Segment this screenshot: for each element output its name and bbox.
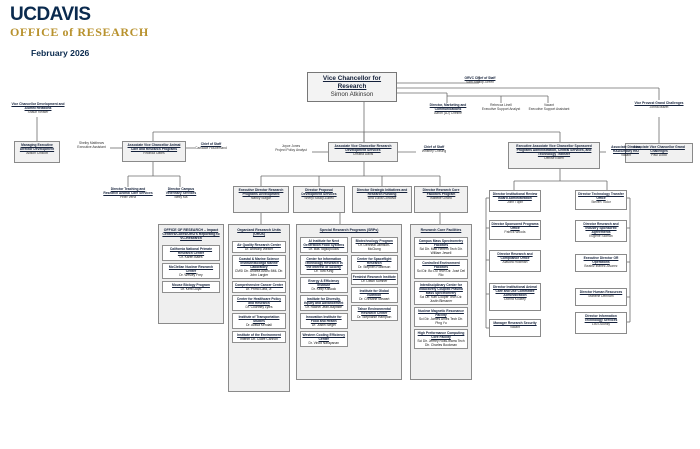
director-technology-transfer-box: Director Technology Transfer Office Stev… xyxy=(575,190,627,210)
logo-office-of-research: OFFICE of RESEARCH xyxy=(10,25,149,39)
director-human-resources-box: Director Human Resources Marlene Denham xyxy=(575,288,627,306)
director-it-services-box: Director Information Technology Services… xyxy=(575,312,627,334)
executive-support-assistant-box: Vacant Executive Support Assistant xyxy=(528,103,570,112)
project-policy-analyst-box: Joyce Jones Project Policy Analyst xyxy=(275,144,307,153)
manager-research-security-box: Manager Research Security Vacant xyxy=(489,319,541,337)
core-facilities-column: Research Core Facilities Campus Mass Spe… xyxy=(410,224,472,380)
list-item: Center for Healthcare Policy and Researc… xyxy=(232,295,286,311)
director-strategic-initiatives-box: Director Strategic Initiatives and Resea… xyxy=(352,186,412,213)
list-item: High Performance Computing Core Facility… xyxy=(414,329,468,349)
exec-director-research-programs-box: Executive Director Research Programs Dev… xyxy=(233,186,289,213)
list-item: Center for Information Technology Resear… xyxy=(300,255,348,275)
vice-chancellor-title: Vice Chancellor for Research xyxy=(322,75,382,90)
orus-column: Organized Research Units (ORUs) Air Qual… xyxy=(228,224,290,392)
vice-provost-grand-challenges-box: Vice Provost Grand Challenges Jonna Maze… xyxy=(634,101,684,110)
chart-date: February 2026 xyxy=(31,48,90,58)
impact-centers-column: OFFICE OF RESEARCH – Impact Centers/Core… xyxy=(158,224,224,324)
eavc-sponsored-programs-box: Executive Associate Vice Chancellor Spon… xyxy=(508,142,600,169)
chief-of-staff-animal-box: Chief of Staff Candace Houllemand xyxy=(195,142,227,151)
executive-support-analyst-box: Rebecca Linell Executive Support Analyst xyxy=(481,103,521,112)
list-item: Institute for Diversity, Equity and Adva… xyxy=(300,295,348,311)
logo-uc-davis: UCDAVIS xyxy=(10,4,91,25)
director-industry-agreements-box: Director Research and Industry Sponsored… xyxy=(575,220,627,242)
director-sponsored-programs-box: Director Sponsored Programs Office Patri… xyxy=(489,220,541,240)
avc-animal-care-box: Associate Vice Chancellor Animal Care an… xyxy=(122,141,186,162)
orus-title: Organized Research Units (ORUs) xyxy=(237,228,281,236)
chief-of-staff-rds-box: Chief of Staff Whitney Cheung xyxy=(421,145,447,154)
director-core-facilities-box: Director Research Core Facilities Progra… xyxy=(414,186,468,213)
director-iacuc-box: Director Institutional Animal Care and U… xyxy=(489,283,541,311)
director-campus-vet-box: Director Campus Veterinary Services Bett… xyxy=(165,187,197,200)
director-irb-box: Director Institutional Review Board Admi… xyxy=(489,190,541,212)
vice-chancellor-box: Vice Chancellor for Research Simon Atkin… xyxy=(307,72,397,102)
associate-director-rad-box: Associate Director, RAD/Deputy RIO Vacan… xyxy=(611,145,641,158)
director-proposal-development-box: Director Proposal Development Services S… xyxy=(293,186,345,213)
avc-research-development-box: Associate Vice Chancellor Research Devel… xyxy=(328,142,398,162)
chief-of-staff-main: ORVC Chief of Staff Sam Bishop-Green xyxy=(464,76,496,85)
list-item: Interdisciplinary Center for Inductively… xyxy=(414,281,468,305)
exec-director-or-operations-box: Executive Director OR Operations Beatriz… xyxy=(575,254,627,272)
list-item: AI Institute for Next Generation Food Sy… xyxy=(300,237,348,253)
list-item: Innovation Institute for Food and Health… xyxy=(300,313,348,329)
avc-grand-challenges-box: Associate Vice Chancellor Grand Challeng… xyxy=(625,143,693,163)
vice-chancellor-name: Simon Atkinson xyxy=(330,91,374,98)
srps-title: Special Research Programs (SRPs) xyxy=(319,228,379,232)
director-teaching-animal-care-box: Director Teaching and Research Animal Ca… xyxy=(103,187,153,200)
director-marketing-box: Director, Marketing and Communications A… xyxy=(429,103,467,116)
list-item: Coastal & Marine Science Institute/Bodeg… xyxy=(232,255,286,279)
impact-centers-title: OFFICE OF RESEARCH – Impact Centers/Core… xyxy=(162,228,220,240)
list-item: California National Primate Research Cen… xyxy=(162,245,220,261)
executive-assistant-animal-box: Shelby Matthews Executive Assistant xyxy=(77,141,106,150)
director-compliance-box: Director Research and Compliance Office … xyxy=(489,250,541,272)
managing-exec-director-development-box: Managing Executive Director Development … xyxy=(14,141,60,163)
core-facilities-title: Research Core Facilities xyxy=(420,228,462,232)
srps-column: Special Research Programs (SRPs) AI Inst… xyxy=(296,224,402,380)
vc-development-box: Vice Chancellor Development and Alumni R… xyxy=(11,102,65,115)
